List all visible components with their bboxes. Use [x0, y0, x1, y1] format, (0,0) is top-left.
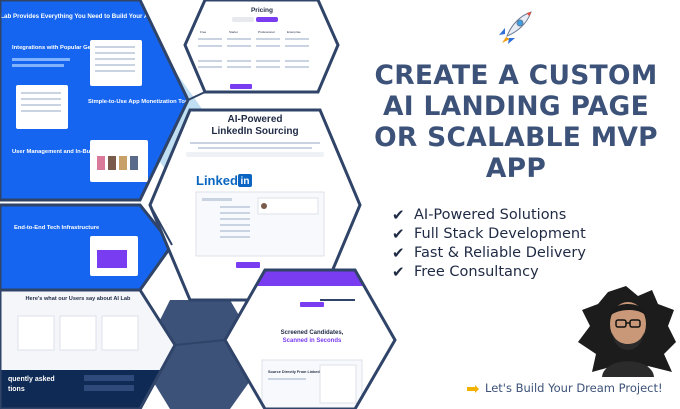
headline-line-4: APP	[485, 153, 547, 184]
linkedin-logo-badge: in	[241, 176, 250, 187]
faq-title-line-2: tions	[8, 386, 25, 393]
feature-item: ✔ Free Consultancy	[392, 262, 586, 281]
feature-label: Full Stack Development	[414, 225, 586, 242]
plan-enterprise: Enterprise	[287, 30, 301, 34]
feature-label: Fast & Reliable Delivery	[414, 244, 586, 261]
pointing-hand-icon	[466, 383, 480, 393]
faq-title-line-1: quently asked	[8, 376, 55, 383]
testimonials-panel: Here's what our Users say about AI Lab q…	[0, 290, 175, 409]
check-icon: ✔	[392, 243, 405, 262]
feature-item-monetization: Simple-to-Use App Monetization Tools	[88, 99, 193, 105]
check-icon: ✔	[392, 224, 405, 243]
headline-line-2: AI LANDING PAGE	[382, 91, 650, 122]
feature-item-infrastructure: End-to-End Tech Infrastructure	[14, 225, 100, 231]
headline-line-1: CREATE A CUSTOM	[374, 60, 658, 91]
feature-item: ✔ Full Stack Development	[392, 224, 586, 243]
rocket-icon	[499, 11, 532, 44]
screening-card-title: Source Directly From LinkedIn	[268, 370, 324, 374]
screening-title-line-2: Scanned in Seconds	[283, 338, 342, 344]
features-panel-title: Lab Provides Everything You Need to Buil…	[0, 13, 190, 20]
feature-item-user-management: User Management and In-Built Analytics	[12, 149, 123, 155]
check-icon: ✔	[392, 205, 405, 224]
cta-banner: Let's Build Your Dream Project!	[466, 381, 663, 395]
check-icon: ✔	[392, 262, 405, 281]
headline: CREATE A CUSTOM AI LANDING PAGE OR SCALA…	[366, 60, 666, 184]
feature-label: AI-Powered Solutions	[414, 206, 567, 223]
headline-line-3: OR SCALABLE MVP	[374, 122, 658, 153]
feature-label: Free Consultancy	[414, 263, 539, 280]
sourcing-title-line-1: AI-Powered	[227, 114, 282, 125]
infrastructure-panel: End-to-End Tech Infrastructure	[0, 203, 174, 292]
screening-title-line-1: Screened Candidates,	[281, 330, 344, 336]
pricing-panel: Pricing Free Starter Professional Enterp…	[185, 0, 338, 92]
linkedin-sourcing-panel: AI-Powered LinkedIn Sourcing Linked in	[150, 110, 360, 300]
linkedin-logo-text: Linked	[196, 173, 238, 188]
sourcing-title-line-2: LinkedIn Sourcing	[211, 126, 298, 137]
feature-item: ✔ AI-Powered Solutions	[392, 205, 586, 224]
feature-item-integrations: Integrations with Popular Gen-AI Models	[12, 45, 124, 51]
screening-panel: Screened Candidates, Scanned in Seconds …	[225, 270, 395, 409]
plan-free: Free	[200, 30, 207, 34]
feature-item: ✔ Fast & Reliable Delivery	[392, 243, 586, 262]
plan-starter: Starter	[229, 30, 238, 34]
plan-professional: Professional	[258, 30, 275, 34]
avatar	[578, 286, 676, 377]
cta-label: Let's Build Your Dream Project!	[485, 381, 663, 395]
pricing-title: Pricing	[251, 7, 273, 14]
testimonials-title: Here's what our Users say about AI Lab	[26, 296, 132, 302]
feature-list: ✔ AI-Powered Solutions ✔ Full Stack Develo…	[392, 205, 586, 281]
